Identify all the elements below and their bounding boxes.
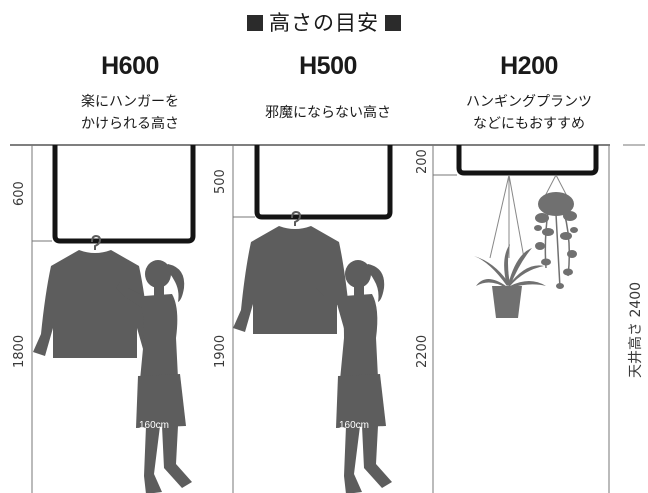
dimension-bottom-h200: 2200 (415, 335, 430, 368)
column-h200-header: H200 ハンギングプランツ などにもおすすめ (424, 52, 634, 135)
dimension-bottom-h500: 1900 (213, 335, 228, 368)
dimension-top-h200: 200 (415, 149, 430, 174)
column-h600-header: H600 楽にハンガーを かけられる高さ (30, 52, 230, 135)
description-line: 邪魔にならない高さ (265, 105, 391, 121)
description-h600: 楽にハンガーを かけられる高さ (30, 91, 230, 135)
hanging-plant-icon (534, 174, 578, 289)
square-bullet-icon (385, 15, 401, 31)
title-text: 高さの目安 (269, 11, 379, 35)
person-height-label: 160cm (139, 420, 169, 431)
hanger-rail-h500 (254, 145, 393, 220)
description-line: ハンギングプランツ (466, 94, 592, 110)
description-line: などにもおすすめ (473, 116, 585, 132)
hanger-rail-h600 (52, 145, 196, 244)
page-title: 高さの目安 (0, 7, 648, 37)
hanger-rail-h200 (456, 145, 599, 176)
woman-silhouette-icon (316, 260, 392, 493)
square-bullet-icon (247, 15, 263, 31)
description-line: かけられる高さ (81, 116, 179, 132)
shirt-icon (233, 226, 357, 334)
person-height-label: 160cm (339, 420, 369, 431)
column-h500-header: H500 邪魔にならない高さ (228, 52, 428, 124)
height-label-h500: H500 (299, 52, 357, 80)
dimension-top-h600: 600 (12, 181, 27, 206)
dimension-top-h500: 500 (213, 169, 228, 194)
description-h500: 邪魔にならない高さ (228, 102, 428, 124)
dimension-bottom-h600: 1800 (12, 335, 27, 368)
height-label-h600: H600 (101, 52, 159, 80)
woman-silhouette-icon (116, 260, 192, 493)
ceiling-height-label: 天井高さ 2400 (627, 282, 644, 378)
hanging-plant-icon (474, 174, 546, 318)
hanger-hook-icon (291, 210, 302, 226)
description-h200: ハンギングプランツ などにもおすすめ (424, 91, 634, 135)
description-line: 楽にハンガーを (81, 94, 179, 110)
hanger-hook-icon (91, 234, 102, 250)
height-label-h200: H200 (500, 52, 558, 80)
